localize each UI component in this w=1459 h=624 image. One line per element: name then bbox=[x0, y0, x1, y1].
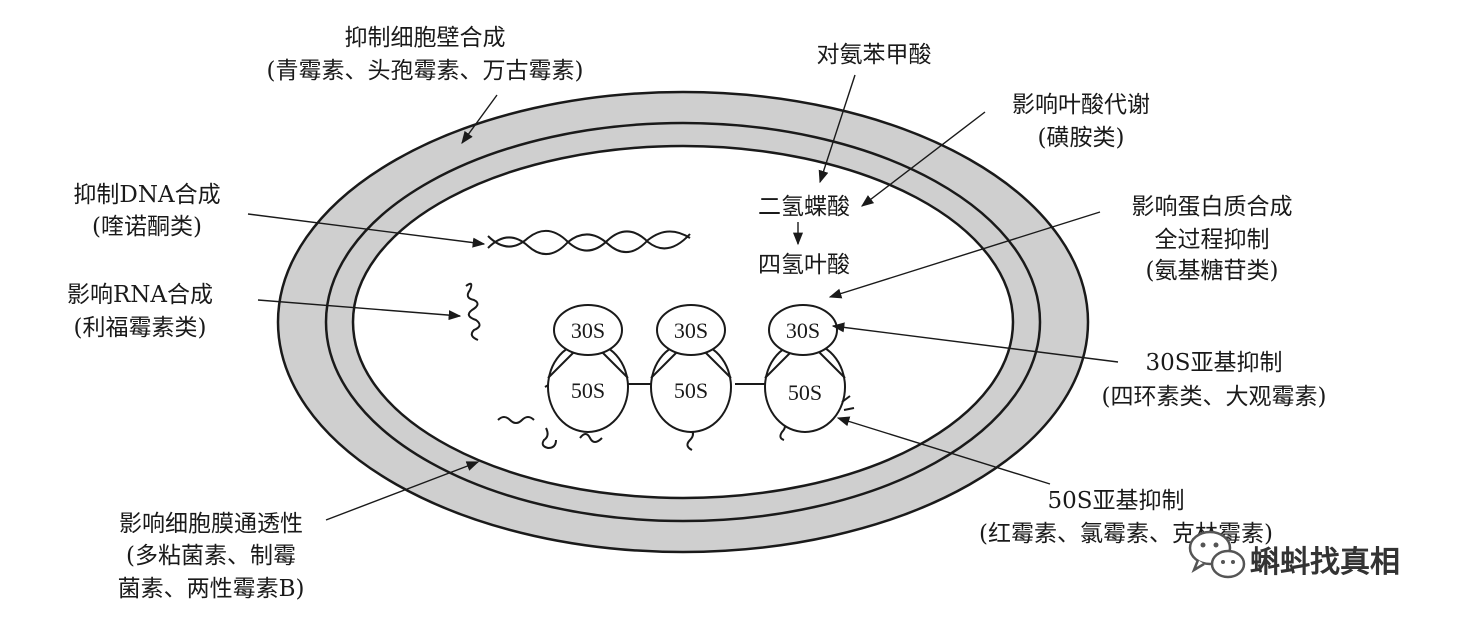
protein-line2: 全过程抑制 bbox=[1155, 227, 1270, 253]
arrow-dna bbox=[247, 213, 486, 248]
protein-line1: 影响蛋白质合成 bbox=[1132, 194, 1293, 220]
cell-wall-drugs: (青霉素、头孢霉素、万古霉素) bbox=[267, 58, 584, 84]
folate-drugs: (磺胺类) bbox=[1038, 125, 1125, 151]
arrow-cell-wall bbox=[461, 94, 498, 145]
watermark-text: 蝌蚪找真相 bbox=[1250, 545, 1400, 580]
dna-helix bbox=[487, 230, 691, 255]
membrane-line3: 菌素、两性霉素B) bbox=[118, 576, 305, 602]
arrow-protein bbox=[828, 211, 1101, 299]
dihydropteroate-label: 二氢蝶酸 bbox=[758, 194, 850, 220]
watermark: 蝌蚪找真相 bbox=[1188, 530, 1400, 580]
rna-drugs: (利福霉素类) bbox=[74, 315, 207, 341]
arrow-paba bbox=[818, 74, 856, 184]
s50-title: 50S亚基抑制 bbox=[1047, 488, 1184, 514]
arrow-folate bbox=[860, 111, 986, 207]
ribosome-1-30s: 30S bbox=[571, 318, 605, 343]
arrow-membrane bbox=[325, 461, 480, 521]
arrow-rna bbox=[257, 299, 462, 321]
ribosome-2-30s: 30S bbox=[674, 318, 708, 343]
ribosome-2: 30S 50S bbox=[650, 304, 732, 433]
ribosome-1-50s: 50S bbox=[571, 378, 605, 403]
rna-title: 影响RNA合成 bbox=[67, 282, 213, 308]
s30-drugs: (四环素类、大观霉素) bbox=[1102, 384, 1327, 410]
protein-drugs: (氨基糖苷类) bbox=[1146, 258, 1279, 284]
arrow-50s bbox=[836, 416, 1051, 485]
paba-label: 对氨苯甲酸 bbox=[817, 42, 932, 68]
dna-title: 抑制DNA合成 bbox=[73, 182, 220, 208]
ribosome-3-50s: 50S bbox=[788, 380, 822, 405]
cell-wall-title: 抑制细胞壁合成 bbox=[345, 25, 506, 51]
annotation-arrows bbox=[247, 74, 1119, 521]
arrow-30s bbox=[831, 322, 1119, 363]
folate-title: 影响叶酸代谢 bbox=[1012, 92, 1150, 118]
labels: 抑制细胞壁合成 (青霉素、头孢霉素、万古霉素) 对氨苯甲酸 影响叶酸代谢 (磺胺… bbox=[67, 25, 1327, 602]
inhibition-tick bbox=[841, 395, 855, 411]
wechat-icon bbox=[1188, 530, 1246, 579]
membrane-line2: (多粘菌素、制霉 bbox=[126, 543, 296, 569]
s30-title: 30S亚基抑制 bbox=[1145, 350, 1282, 376]
ribosome-1: 30S 50S bbox=[547, 304, 629, 433]
ribosome-3-30s: 30S bbox=[786, 318, 820, 343]
tetrahydrofolate-label: 四氢叶酸 bbox=[758, 252, 850, 278]
membrane-line1: 影响细胞膜通透性 bbox=[119, 511, 303, 537]
ribosome-2-50s: 50S bbox=[674, 378, 708, 403]
dna-drugs: (喹诺酮类) bbox=[92, 214, 202, 240]
rna-strand bbox=[465, 282, 481, 341]
ribosome-3: 30S 50S bbox=[764, 304, 846, 433]
